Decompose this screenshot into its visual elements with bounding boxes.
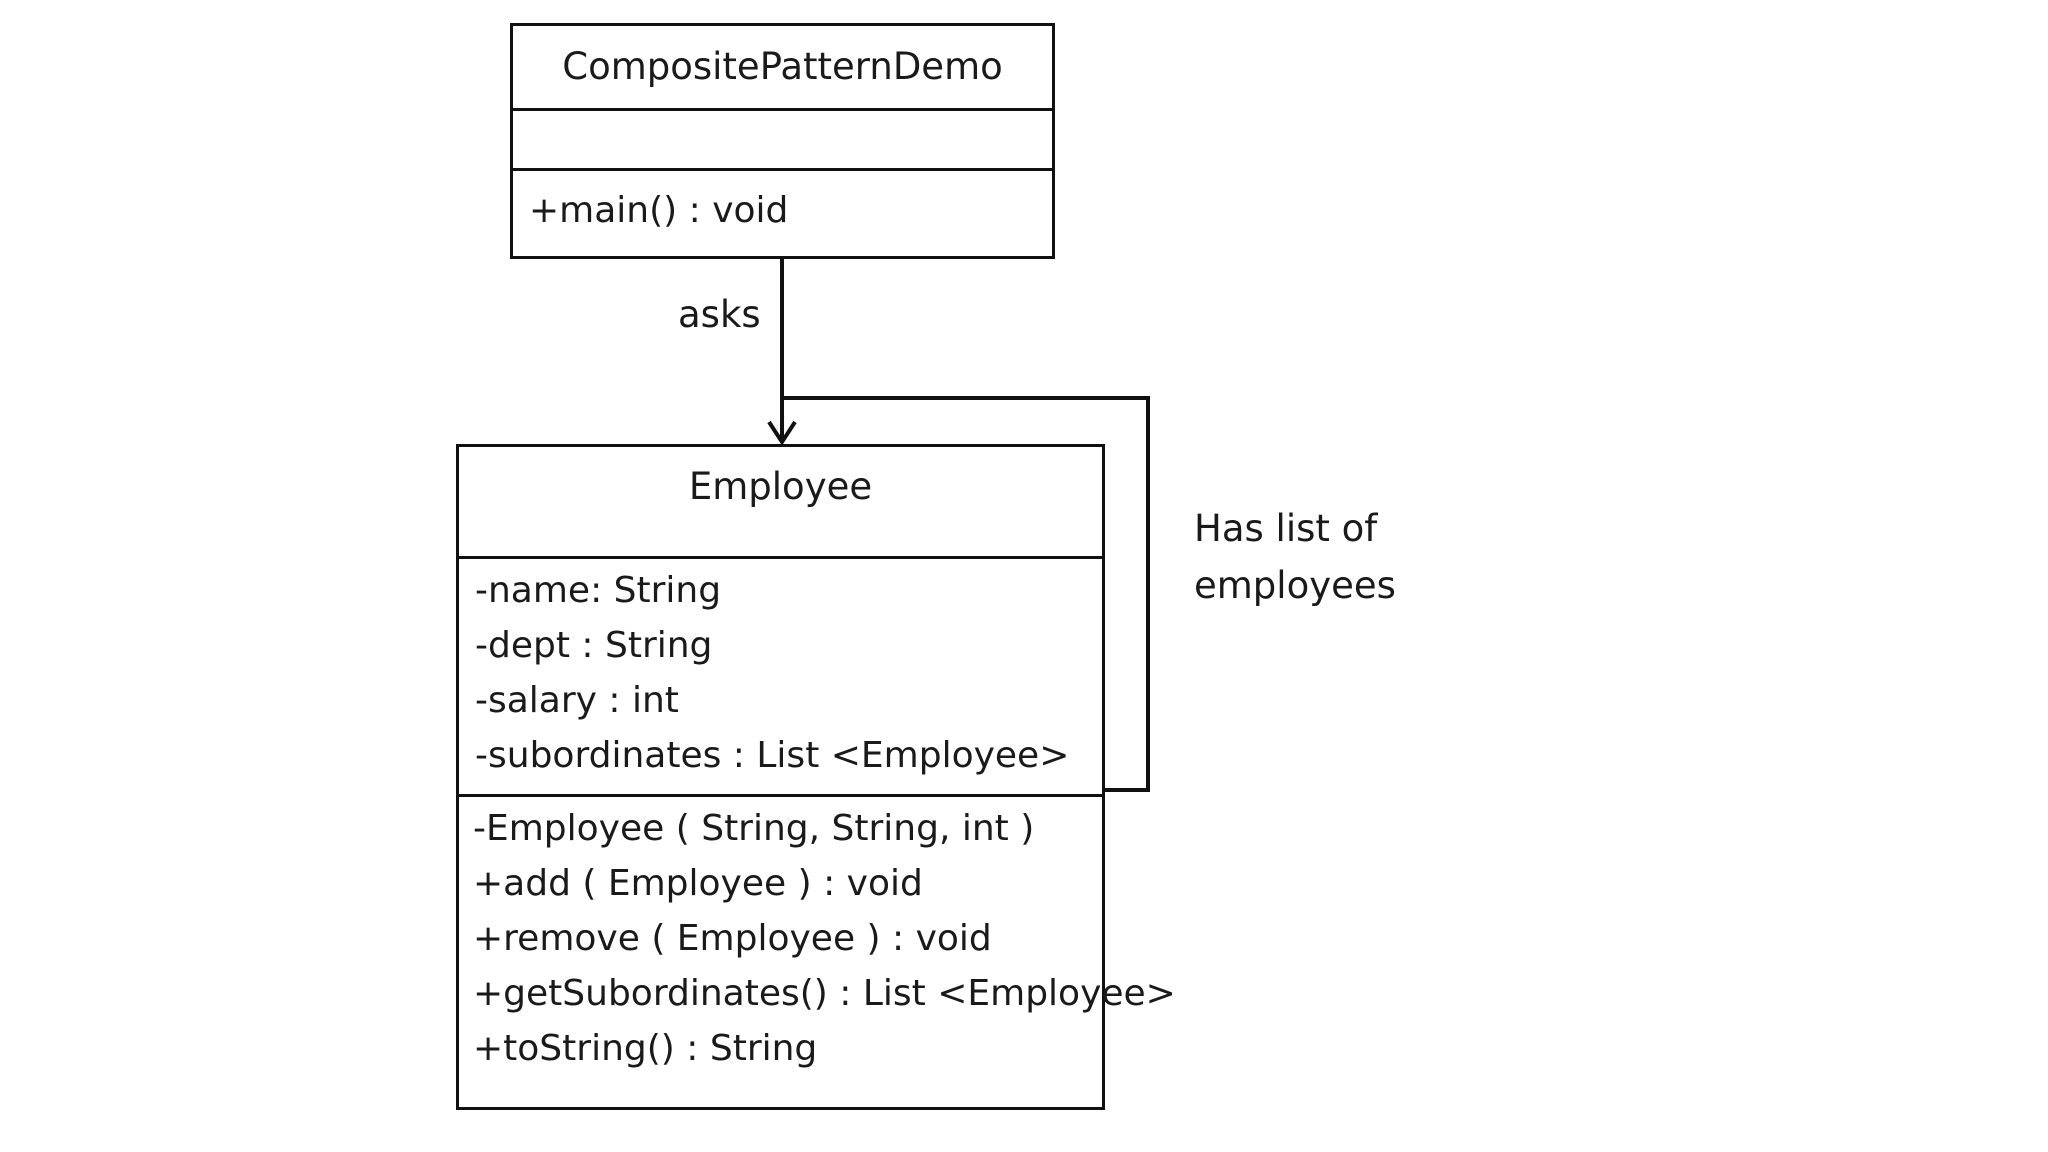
- operation-remove: +remove ( Employee ) : void: [473, 918, 992, 959]
- class-name: Employee: [688, 465, 873, 508]
- operation-add: +add ( Employee ) : void: [473, 863, 923, 904]
- class-name-section: Employee: [459, 447, 1102, 559]
- has-list-label-line1: Has list of: [1194, 507, 1378, 550]
- attribute-salary: -salary : int: [475, 680, 679, 721]
- attribute-name: -name: String: [475, 570, 722, 611]
- operations-section: +main() : void: [513, 171, 1052, 256]
- operation-main: +main() : void: [529, 190, 789, 231]
- class-name-section: CompositePatternDemo: [513, 26, 1052, 111]
- composite-pattern-demo-class: CompositePatternDemo +main() : void: [510, 23, 1055, 259]
- operations-section: -Employee ( String, String, int ) +add (…: [459, 797, 1176, 1076]
- operation-constructor: -Employee ( String, String, int ): [473, 808, 1035, 849]
- attributes-section: [513, 111, 1052, 171]
- employee-class: Employee -name: String -dept : String -s…: [456, 444, 1176, 1110]
- operation-to-string: +toString() : String: [473, 1028, 818, 1069]
- operation-get-subordinates: +getSubordinates() : List <Employee>: [473, 973, 1176, 1014]
- attributes-section: -name: String -dept : String -salary : i…: [459, 559, 1102, 797]
- class-name: CompositePatternDemo: [562, 45, 1003, 88]
- has-list-label-line2: employees: [1194, 564, 1396, 607]
- has-list-label: Has list of employees: [1194, 500, 1396, 614]
- asks-label: asks: [678, 293, 761, 336]
- self-association-line: [782, 396, 1150, 792]
- attribute-dept: -dept : String: [475, 625, 713, 666]
- attribute-subordinates: -subordinates : List <Employee>: [475, 735, 1070, 776]
- asks-arrowhead: [767, 420, 797, 446]
